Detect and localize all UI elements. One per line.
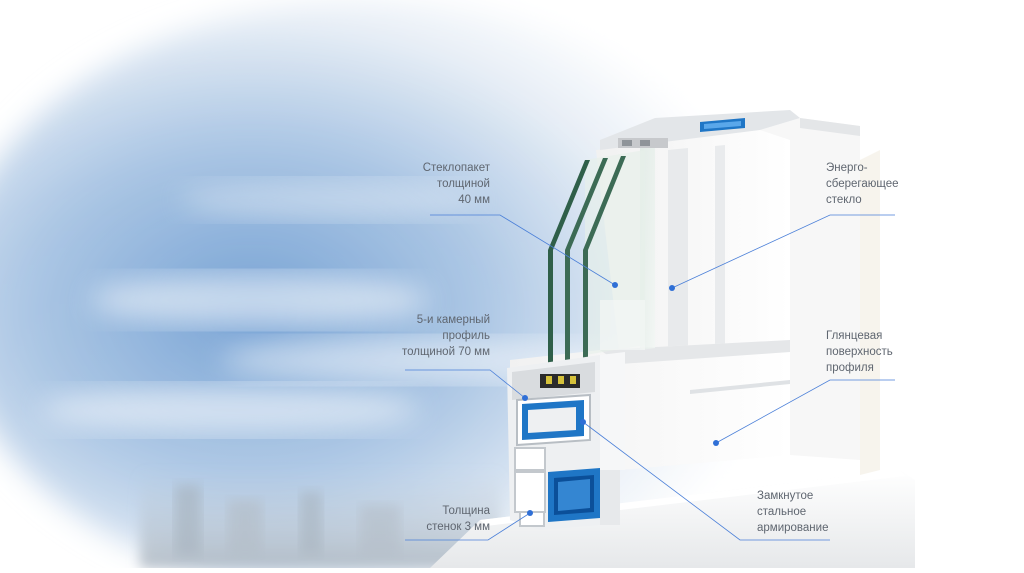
dot-icon [713,440,719,446]
leader-steel [582,421,830,541]
callout-line: стальное [757,506,807,518]
callout-line: Замкнутое [757,490,814,502]
callout-line: 5-и камерный [416,314,490,326]
dot-icon [522,395,528,401]
callout-line: стекло [826,194,862,206]
callout-line: профиль [442,330,490,342]
dot-icon [527,510,533,516]
callout-energy-glass: Энерго- сберегающее стекло [826,160,898,208]
leader-glass-unit [430,214,616,286]
callout-line: профиля [826,362,874,374]
leader-lines [405,214,895,541]
callout-line: толщиной 70 мм [401,346,490,358]
dot-icon [669,285,675,291]
leader-wall [405,512,531,541]
callout-line: армирование [757,522,829,534]
callout-wall: Толщина стенок 3 мм [426,503,490,535]
dot-icon [612,282,618,288]
leader-energy-glass [671,214,895,289]
callout-markers [522,282,719,516]
callout-line: Толщина [442,505,490,517]
callout-line: Глянцевая [826,330,883,342]
callout-glossy: Глянцевая поверхность профиля [826,328,893,376]
callout-steel: Замкнутое стальное армирование [757,488,828,536]
callout-glass-unit: Стеклопакет толщиной 40 мм [423,160,490,208]
leader-profile [405,369,526,399]
callout-line: стенок 3 мм [426,521,490,533]
leader-glossy [715,379,895,444]
callout-line: толщиной [436,178,490,190]
callout-line: Энерго- [826,162,868,174]
callout-line: Стеклопакет [422,162,490,174]
dot-icon [580,419,586,425]
glass-unit [548,138,668,372]
callout-line: поверхность [826,346,893,358]
callout-line: 40 мм [458,194,490,206]
sash-cross-section [507,352,625,530]
callout-line: сберегающее [826,178,899,190]
callout-profile: 5-и камерный профиль толщиной 70 мм [402,312,490,360]
